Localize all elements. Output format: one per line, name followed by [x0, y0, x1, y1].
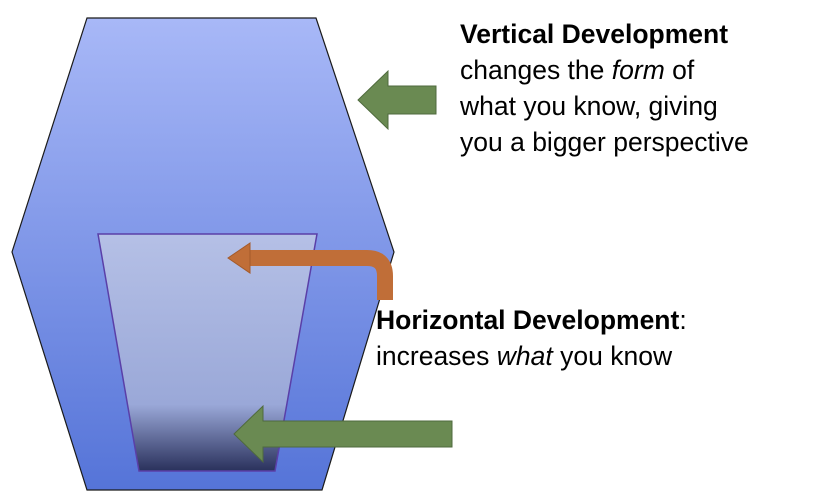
horizontal-development-text: Horizontal Development: increases what y…	[376, 302, 806, 374]
horizontal-heading-colon: :	[679, 305, 687, 335]
vertical-development-text: Vertical Development changes the form of…	[460, 16, 810, 160]
horizontal-heading-line: Horizontal Development:	[376, 302, 806, 338]
horizontal-line-2-emphasis: what	[496, 341, 553, 371]
horizontal-line-2: increases what you know	[376, 338, 806, 374]
horizontal-heading: Horizontal Development	[376, 305, 680, 335]
vertical-line-1-emphasis: form	[611, 55, 665, 85]
cup-bottom-arrow	[233, 404, 453, 464]
vertical-line-1: changes the form of	[460, 52, 810, 88]
vertical-heading: Vertical Development	[460, 19, 729, 49]
horizontal-arrow-head	[227, 242, 251, 274]
horizontal-line-2-text: increases	[376, 341, 497, 371]
vertical-line-2: what you know, giving	[460, 91, 718, 121]
vertical-line-1-text: changes the	[460, 55, 612, 85]
vertical-arrow	[357, 69, 437, 131]
vertical-line-3: you a bigger perspective	[460, 127, 749, 157]
horizontal-arrow	[248, 250, 393, 300]
vertical-line-1-tail: of	[664, 55, 695, 85]
horizontal-line-2-tail: you know	[552, 341, 673, 371]
